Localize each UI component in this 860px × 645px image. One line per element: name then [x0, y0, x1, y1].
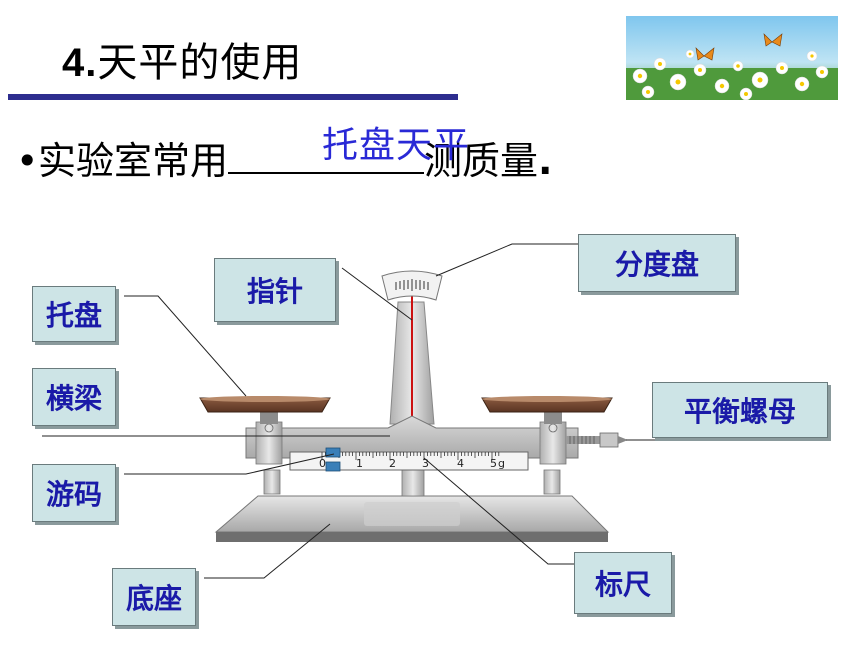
scale-tick-g: g — [498, 457, 505, 470]
answer-text: 托盘天平 — [322, 125, 471, 166]
center-column — [401, 467, 425, 497]
left-pan — [199, 396, 331, 413]
scale-tick-labels: 0 1 2 3 4 5 g — [319, 457, 505, 470]
bullet-dot: • — [16, 139, 39, 183]
beam-end-blocks — [255, 421, 567, 465]
question-line: •实验室常用 测质量. — [16, 130, 552, 185]
flower-butterfly-illustration — [626, 16, 838, 100]
scale-tick-2: 2 — [389, 457, 396, 470]
label-scale: 标尺 — [574, 552, 672, 614]
scale-tick-5: 5 — [490, 457, 497, 470]
title-underline — [8, 94, 458, 100]
feet — [263, 469, 561, 495]
base — [214, 495, 610, 542]
rider — [325, 447, 341, 472]
label-base: 底座 — [112, 568, 196, 626]
question-end: . — [538, 139, 553, 183]
scale-tick-4: 4 — [457, 457, 464, 470]
question-after: 测质量 — [424, 139, 539, 183]
scale-tick-3: 3 — [422, 457, 429, 470]
title-number: 4. — [62, 41, 98, 85]
label-balance-nut: 平衡螺母 — [652, 382, 828, 438]
balance-nut — [566, 432, 628, 448]
scale-tick-1: 1 — [356, 457, 363, 470]
slide-title: 4.天平的使用 — [62, 30, 302, 88]
label-beam: 横梁 — [32, 368, 116, 426]
title-text: 天平的使用 — [97, 40, 303, 86]
dial — [381, 270, 443, 301]
label-pan: 托盘 — [32, 286, 116, 342]
label-rider: 游码 — [32, 464, 116, 522]
label-dial: 分度盘 — [578, 234, 736, 292]
flower-butterfly-image — [626, 16, 838, 100]
label-pointer: 指针 — [214, 258, 336, 322]
leader-lines — [42, 243, 826, 579]
pan-supports — [260, 412, 562, 424]
answer-blank — [228, 140, 425, 174]
right-pan — [481, 396, 613, 413]
scale-tick-0: 0 — [319, 457, 326, 470]
question-before: 实验室常用 — [38, 139, 229, 183]
scale-ruler — [289, 451, 529, 471]
